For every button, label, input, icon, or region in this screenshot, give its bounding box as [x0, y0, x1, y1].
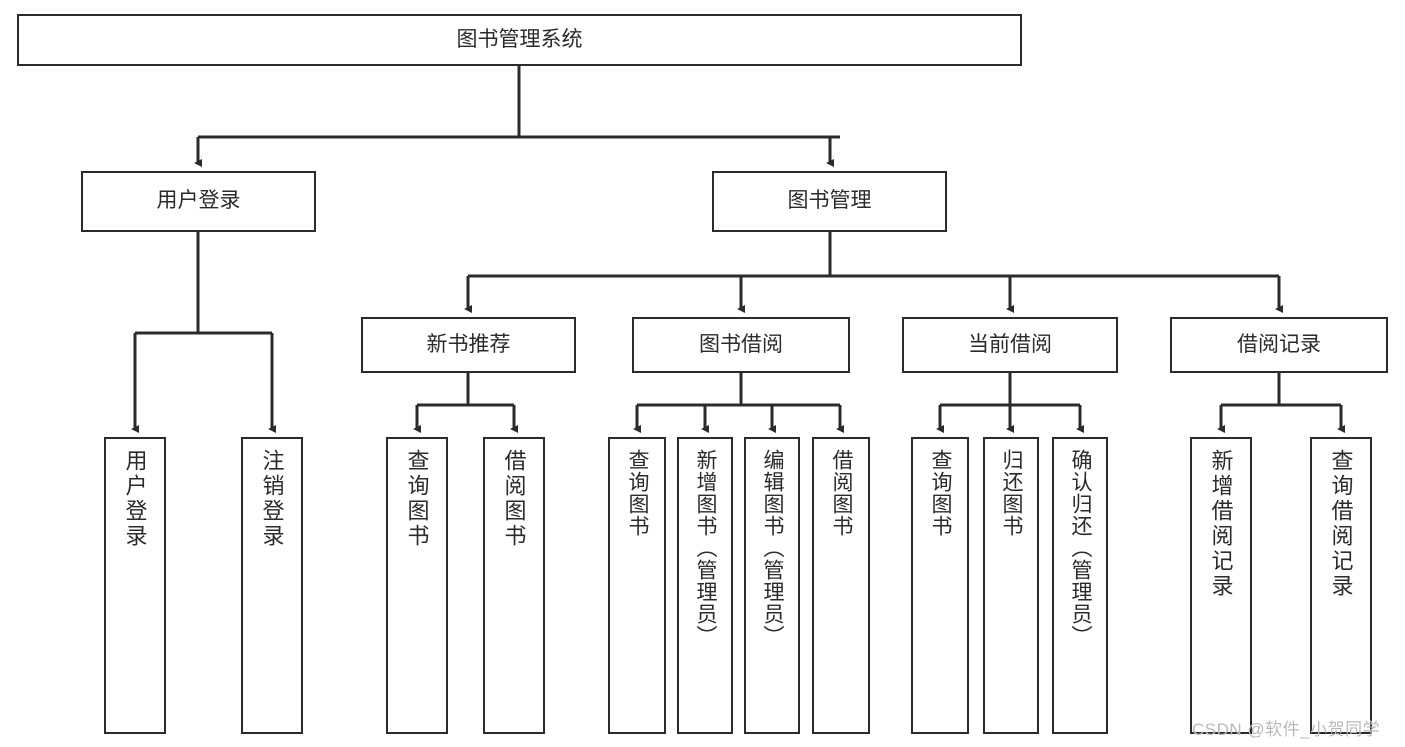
node-leaf-add-record-label: 新增借阅记录	[1208, 449, 1234, 599]
node-leaf-add-book-label: 新增图书（管理员）	[694, 449, 718, 647]
node-leaf-query-record[interactable]: 查询借阅记录	[1310, 437, 1372, 734]
node-book-borrow[interactable]: 图书借阅	[632, 317, 850, 373]
node-borrow-record-label: 借阅记录	[1237, 332, 1321, 356]
node-leaf-query-book-3-label: 查询图书	[929, 449, 953, 537]
node-leaf-user-login[interactable]: 用户登录	[104, 437, 166, 734]
node-leaf-query-book-1-label: 查询图书	[404, 449, 430, 549]
node-leaf-borrow-book-1[interactable]: 借阅图书	[483, 437, 545, 734]
node-leaf-return-book[interactable]: 归还图书	[983, 437, 1039, 734]
node-book-manage[interactable]: 图书管理	[712, 171, 947, 232]
node-root-label: 图书管理系统	[456, 27, 583, 51]
node-leaf-edit-book[interactable]: 编辑图书（管理员）	[744, 437, 800, 734]
node-leaf-add-record[interactable]: 新增借阅记录	[1190, 437, 1252, 734]
node-book-manage-label: 图书管理	[787, 189, 872, 213]
csdn-watermark: CSDN @软件_小贺同学	[1192, 720, 1381, 739]
node-new-book-rec[interactable]: 新书推荐	[361, 317, 576, 373]
node-leaf-add-book[interactable]: 新增图书（管理员）	[677, 437, 733, 734]
node-leaf-confirm-return-label: 确认归还（管理员）	[1069, 449, 1093, 647]
node-leaf-borrow-book-2-label: 借阅图书	[830, 449, 854, 537]
node-leaf-query-book-1[interactable]: 查询图书	[386, 437, 448, 734]
node-user-login-label: 用户登录	[156, 189, 241, 213]
node-leaf-return-book-label: 归还图书	[1000, 449, 1024, 537]
node-leaf-query-book-3[interactable]: 查询图书	[911, 437, 969, 734]
node-borrow-record[interactable]: 借阅记录	[1170, 317, 1388, 373]
node-current-borrow[interactable]: 当前借阅	[902, 317, 1118, 373]
node-leaf-user-login-label: 用户登录	[122, 449, 148, 549]
node-leaf-edit-book-label: 编辑图书（管理员）	[761, 449, 785, 647]
node-leaf-borrow-book-1-label: 借阅图书	[501, 449, 527, 549]
node-leaf-user-logout-label: 注销登录	[259, 449, 285, 549]
node-root[interactable]: 图书管理系统	[17, 14, 1022, 66]
node-current-borrow-label: 当前借阅	[968, 332, 1052, 356]
node-leaf-confirm-return[interactable]: 确认归还（管理员）	[1052, 437, 1108, 734]
node-leaf-query-record-label: 查询借阅记录	[1328, 449, 1354, 599]
node-new-book-rec-label: 新书推荐	[426, 332, 511, 356]
node-leaf-query-book-2[interactable]: 查询图书	[608, 437, 666, 734]
node-leaf-user-logout[interactable]: 注销登录	[241, 437, 303, 734]
node-book-borrow-label: 图书借阅	[699, 332, 783, 356]
node-leaf-query-book-2-label: 查询图书	[626, 449, 650, 537]
node-leaf-borrow-book-2[interactable]: 借阅图书	[812, 437, 870, 734]
node-user-login[interactable]: 用户登录	[81, 171, 316, 232]
